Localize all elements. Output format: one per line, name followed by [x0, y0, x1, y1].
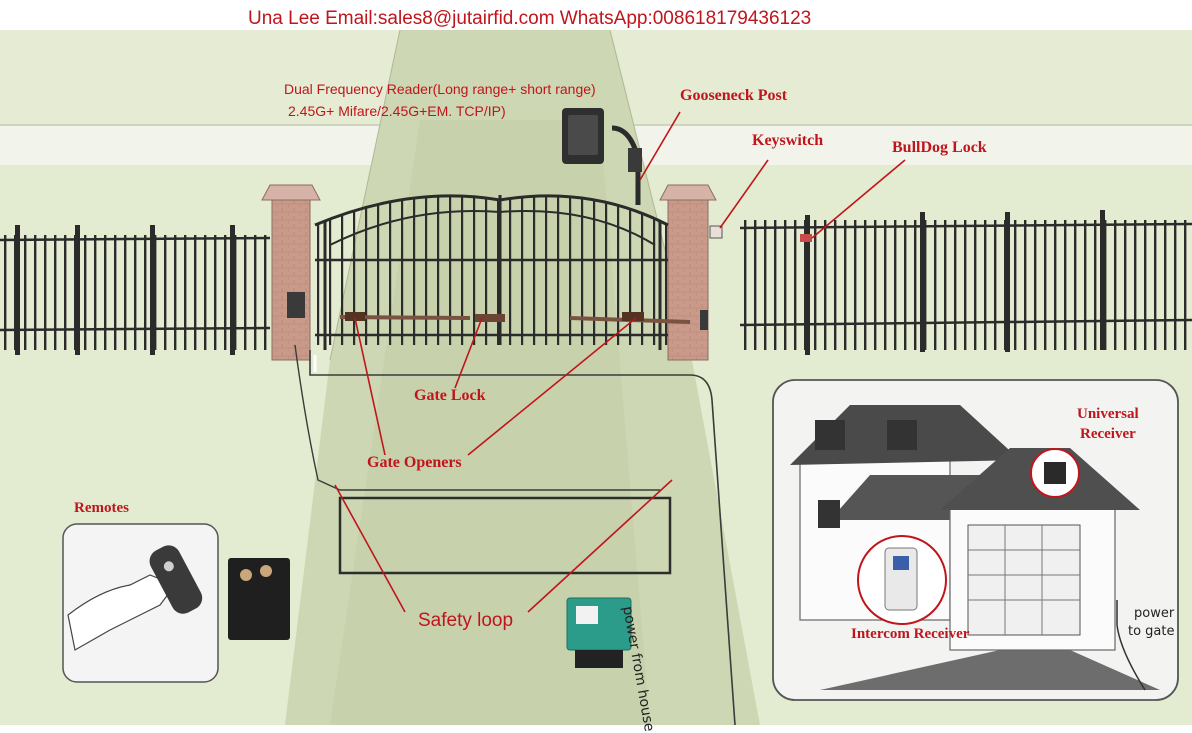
safety-loop-label: Safety loop: [418, 610, 514, 631]
intercom-receiver-label: Intercom Receiver: [851, 626, 970, 642]
intercom-receiver-device: [857, 535, 947, 625]
bulldog-lock-device: [800, 234, 812, 242]
reader-title-label: Dual Frequency Reader(Long range+ short …: [284, 81, 596, 97]
keyswitch-label: Keyswitch: [752, 132, 824, 149]
bulldog-lock-label: BullDog Lock: [892, 139, 987, 156]
gate-openers-label: Gate Openers: [367, 454, 462, 471]
universal-receiver-device: [1030, 448, 1080, 498]
driveway-gate: [314, 194, 669, 350]
power-to-gate-label-line2: to gate: [1128, 624, 1175, 639]
gooseneck-post-label: Gooseneck Post: [680, 87, 788, 104]
house-panel: [772, 379, 1179, 701]
reader-subtitle-label: 2.45G+ Mifare/2.45G+EM. TCP/IP): [288, 103, 506, 119]
garage-door: [967, 524, 1081, 636]
rfid-reader-device: [562, 108, 604, 164]
key-fob-remote: [149, 545, 203, 614]
header-contact: Una Lee Email:sales8@jutairfid.com Whats…: [248, 8, 812, 29]
right-pillar: [659, 184, 717, 361]
transmitter-remote: [228, 558, 290, 640]
loop-detector-device: [566, 597, 632, 668]
remotes-panel: [62, 523, 219, 683]
universal-receiver-label-line1: Universal: [1077, 406, 1139, 422]
left-fence: [0, 235, 270, 350]
power-to-gate-label-line1: power: [1134, 606, 1175, 621]
safety-loop-wire: [338, 496, 672, 575]
keyswitch-device: [709, 225, 723, 239]
gate-lock-label: Gate Lock: [414, 387, 486, 404]
universal-receiver-label-line2: Receiver: [1080, 426, 1136, 442]
remotes-label: Remotes: [74, 500, 129, 516]
gooseneck-post: [611, 125, 642, 205]
left-pillar: [261, 184, 321, 361]
right-fence: [740, 220, 1192, 350]
